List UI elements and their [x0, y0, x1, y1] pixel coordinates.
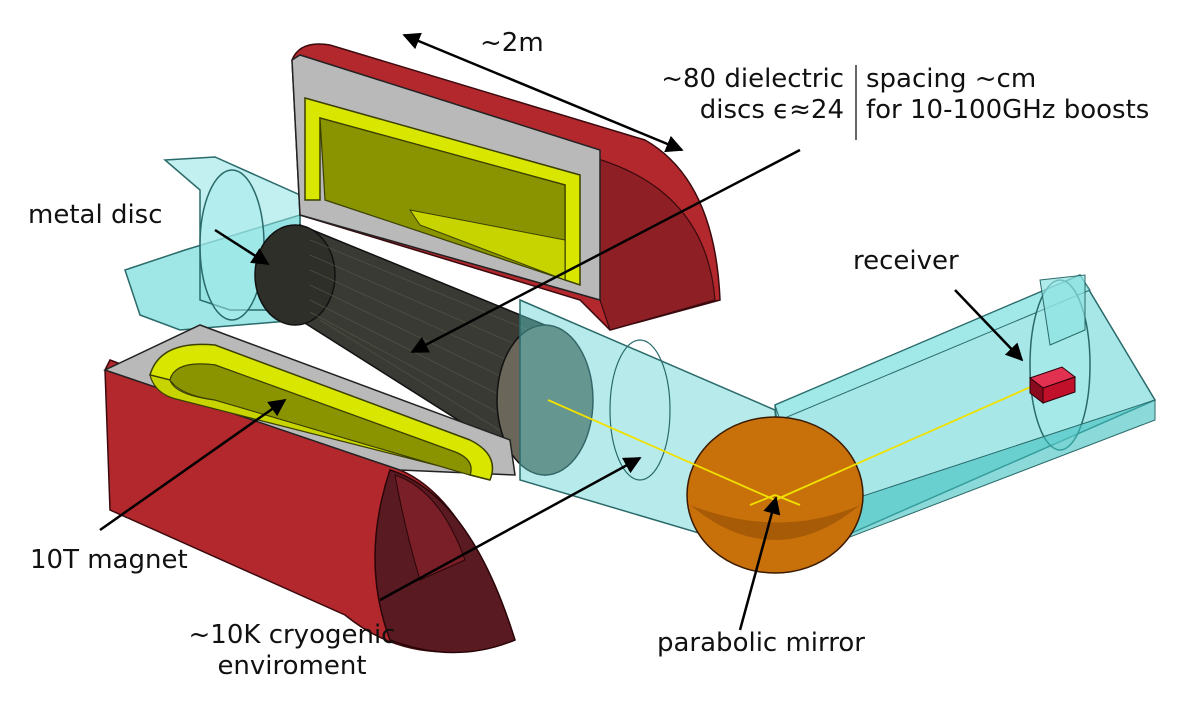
cryo-label-line2: enviroment	[217, 651, 367, 681]
magnet-upper	[291, 43, 721, 331]
discs-label: ~80 dielectric discs ϵ≈24	[600, 64, 844, 126]
discs-label-line1: ~80 dielectric	[661, 64, 844, 94]
length-label: ~2m	[480, 28, 544, 58]
mirror-label: parabolic mirror	[657, 628, 865, 658]
receiver-label: receiver	[853, 246, 959, 276]
cryo-label-line1: ~10K cryogenic	[188, 620, 396, 650]
discs-label-line2: discs ϵ≈24	[699, 95, 844, 125]
cryo-label: ~10K cryogenic enviroment	[172, 620, 412, 682]
arrow-mirror	[738, 496, 781, 631]
magnet-label: 10T magnet	[30, 545, 188, 575]
length-dimension-arrow	[402, 32, 684, 153]
receiver-box	[1028, 366, 1077, 405]
spacing-label-line2: for 10-100GHz boosts	[866, 95, 1150, 125]
leader-arrows	[99, 148, 1024, 631]
spacing-label-line1: spacing ~cm	[866, 64, 1037, 94]
arrow-magnet	[99, 398, 287, 532]
metal-disc-label: metal disc	[28, 200, 163, 230]
arrow-receiver	[954, 289, 1024, 362]
magnet-lower	[103, 324, 516, 654]
arrow-metal-disc	[214, 228, 270, 266]
arrow-discs	[410, 148, 801, 354]
cryostat-tube-right	[774, 274, 1157, 562]
arrow-cryo	[379, 456, 642, 602]
spacing-label: spacing ~cm for 10-100GHz boosts	[866, 64, 1191, 126]
